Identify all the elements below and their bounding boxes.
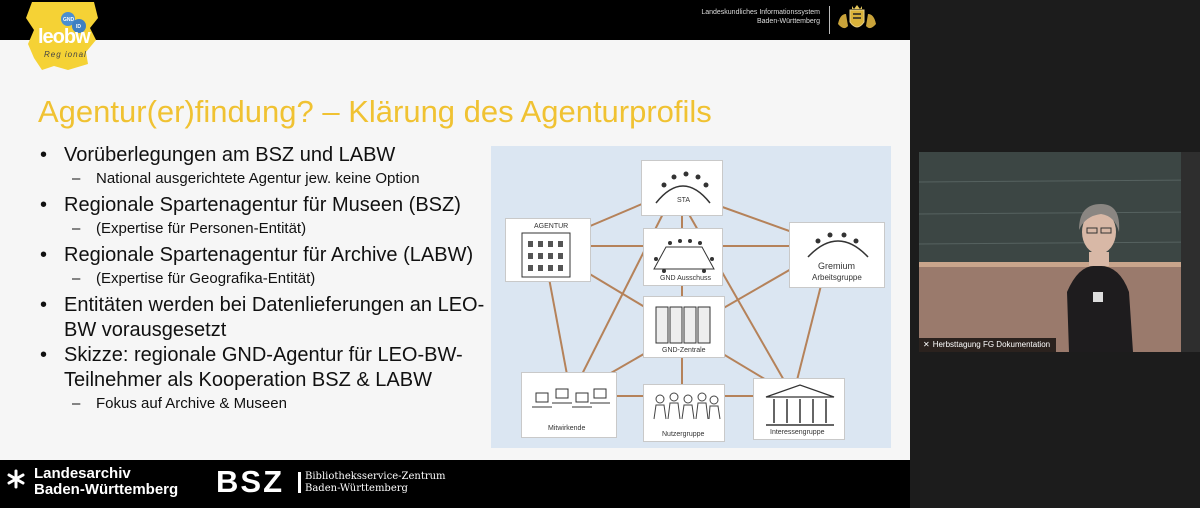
node-gremium: Gremium Arbeitsgruppe [789, 222, 885, 288]
landesarchiv-line1: Landesarchiv [34, 465, 131, 482]
bullet-item: Regionale Spartenagentur für Museen (BSZ… [38, 193, 488, 218]
bullet-list: Vorüberlegungen am BSZ und LABW National… [38, 143, 488, 418]
workstations-icon [532, 388, 610, 408]
video-caption: ✕Herbsttagung FG Dokumentation [919, 338, 1057, 352]
bsz-full-line2: Baden-Württemberg [305, 483, 408, 494]
temple-building-icon [765, 384, 835, 426]
sub-bullet-item: Fokus auf Archive & Museen [38, 393, 488, 415]
sub-bullet-item: (Expertise für Geografika-Entität) [38, 268, 488, 290]
node-label-sta: STA [677, 197, 691, 204]
logo-regional: Reg ional [44, 50, 87, 59]
node-interessengruppe: Interessengruppe [753, 378, 845, 440]
agency-network-diagram: STA AGENTUR Gremium Arbeitsgruppe [491, 146, 891, 448]
node-label-interessengruppe: Interessengruppe [770, 429, 825, 436]
node-agentur: AGENTUR [505, 218, 591, 282]
bullet-item: Vorüberlegungen am BSZ und LABW [38, 143, 488, 168]
sub-bullet-item: National ausgerichtete Agentur jew. kein… [38, 168, 488, 190]
system-name: Landeskundliches Informationssystem Bade… [701, 8, 820, 26]
system-name-line1: Landeskundliches Informationssystem [701, 9, 820, 16]
gnd-badge-top: GND [63, 17, 75, 23]
bullet-item: Entitäten werden bei Datenlieferungen an… [38, 293, 488, 343]
slide-footer-bar: Landesarchiv Baden-Württemberg BSZ Bibli… [0, 460, 910, 508]
slide-header-bar: Landeskundliches Informationssystem Bade… [0, 0, 910, 40]
bsz-full-line1: Bibliotheksservice-Zentrum [305, 471, 446, 482]
slide-title: Agentur(er)findung? – Klärung des Agentu… [38, 94, 712, 129]
leobw-regional-logo: GND ID [26, 2, 98, 70]
system-name-line2: Baden-Württemberg [756, 18, 820, 25]
bsz-logo: BSZ [216, 464, 284, 499]
bsz-full-name: Bibliotheksservice-Zentrum Baden-Württem… [305, 471, 446, 495]
node-mitwirkende: Mitwirkende [521, 372, 617, 438]
node-sta: STA [641, 160, 723, 216]
bsz-divider [298, 472, 301, 493]
landesarchiv-name: Landesarchiv Baden-Württemberg [34, 466, 178, 498]
node-label-gnd-zentrale: GND-Zentrale [662, 347, 706, 354]
logo-bw: bw [63, 26, 91, 48]
pin-icon[interactable]: ✕ [923, 340, 930, 349]
coat-of-arms-icon [838, 5, 876, 29]
landesarchiv-line2: Baden-Württemberg [34, 481, 179, 498]
server-binders-icon [655, 306, 711, 344]
header-divider [829, 6, 830, 34]
node-gnd-ausschuss: GND Ausschuss [643, 228, 723, 286]
user-group-icon [653, 392, 721, 420]
committee-table-icon [653, 239, 715, 273]
office-building-icon [521, 232, 571, 278]
working-group-icon [807, 232, 869, 258]
video-caption-text: Herbsttagung FG Dokumentation [932, 340, 1051, 349]
gnd-badge-bottom: ID [76, 24, 81, 30]
node-label-gnd-ausschuss: GND Ausschuss [660, 275, 711, 282]
logo-leo: leo [38, 26, 65, 48]
node-label-mitwirkende: Mitwirkende [548, 425, 586, 432]
node-label-nutzergruppe: Nutzergruppe [662, 431, 705, 438]
round-table-icon [655, 171, 711, 204]
speaker-video-feed [919, 152, 1200, 352]
node-label-gremium-2: Arbeitsgruppe [812, 273, 862, 282]
node-gnd-zentrale: GND-Zentrale [643, 296, 725, 358]
node-nutzergruppe: Nutzergruppe [643, 384, 725, 442]
logo-wordmark: leobw [38, 26, 91, 49]
bullet-item: Regionale Spartenagentur für Archive (LA… [38, 243, 488, 268]
node-label-agentur: AGENTUR [534, 223, 569, 230]
shared-slide: Landeskundliches Informationssystem Bade… [0, 0, 910, 508]
bullet-item: Skizze: regionale GND-Agentur für LEO-BW… [38, 343, 488, 393]
speaker-video-tile[interactable]: ✕Herbsttagung FG Dokumentation [919, 152, 1200, 352]
node-label-gremium-1: Gremium [818, 261, 856, 271]
landesarchiv-star-icon [7, 469, 25, 489]
sub-bullet-item: (Expertise für Personen-Entität) [38, 218, 488, 240]
